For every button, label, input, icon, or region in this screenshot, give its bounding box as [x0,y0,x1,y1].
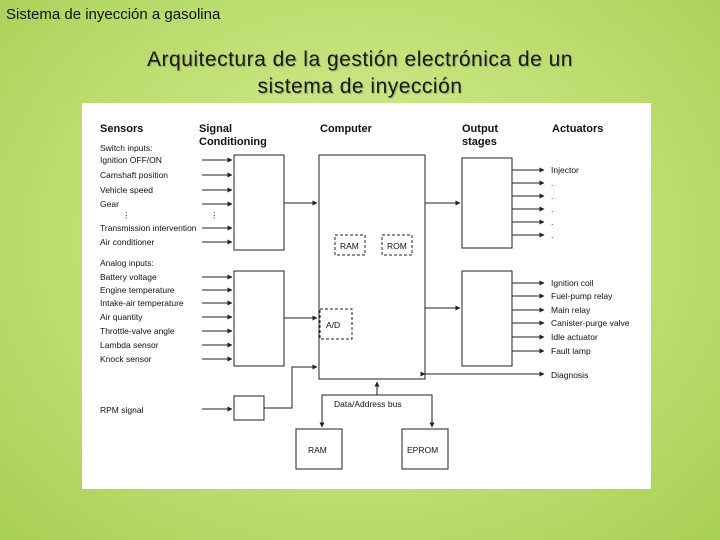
output-stage-actuators-box [461,270,513,367]
signal-conditioning-rpm-box [233,395,265,421]
computer-rom-label: ROM [387,241,407,251]
bus-label: Data/Address bus [334,399,402,409]
actuator-2: Main relay [551,305,591,315]
slide-title: Arquitectura de la gestión electrónica d… [0,46,720,100]
bus-line [321,394,433,417]
switch-inputs-label: Switch inputs: [100,143,152,153]
header-signal-1: Signal [199,123,232,135]
actuator-3: Canister-purge valve [551,318,630,328]
signal-conditioning-analog-box [233,270,285,367]
rpm-signal-label: RPM signal [100,405,144,415]
diagram-svg: Sensors Signal Conditioning Computer Out… [100,123,630,470]
switch-input-1: Camshaft position [100,170,168,180]
computer-ad-block [319,308,353,340]
switch-input-2: Vehicle speed [100,185,153,195]
analog-input-5: Lambda sensor [100,340,159,350]
header-output-1: Output [462,123,498,135]
memory-eprom-box [401,428,449,470]
header-sensors: Sensors [100,123,143,135]
injector-label: Injector [551,165,579,175]
diagnosis-label: Diagnosis [551,370,588,380]
actuator-4: Idle actuator [551,332,598,342]
injector-dot-2: . [551,191,553,201]
memory-ram-label: RAM [308,445,327,455]
slide-title-line-1: Arquitectura de la gestión electrónica d… [147,48,573,71]
arrow-to-computer-rpm [264,364,318,409]
injector-dot-5: . [551,230,553,240]
switch-input-3: Gear [100,199,119,209]
analog-input-0: Battery voltage [100,272,157,282]
header-actuators: Actuators [552,123,603,135]
slide-title-line-2: sistema de inyección [257,75,463,98]
computer-ram-label: RAM [340,241,359,251]
header-signal-2: Conditioning [199,136,267,148]
architecture-diagram: Sensors Signal Conditioning Computer Out… [82,103,651,489]
ellipsis-mark-2: ⋮ [210,210,219,220]
output-stage-injector-box [461,157,513,249]
computer-box [318,154,426,380]
memory-ram-box [295,428,343,470]
header-output-2: stages [462,136,497,148]
injector-dot-3: . [551,204,553,214]
injector-dot-4: . [551,217,553,227]
analog-input-1: Engine temperature [100,285,175,295]
analog-inputs-label: Analog inputs: [100,258,154,268]
analog-input-4: Throttle-valve angle [100,326,175,336]
computer-rom-block [381,234,413,256]
signal-conditioning-switch-box [233,154,285,251]
switch-input-0: Ignition OFF/ON [100,155,162,165]
computer-ad-label: A/D [326,320,340,330]
header-computer: Computer [320,123,373,135]
computer-ram-block [334,234,366,256]
analog-input-3: Air quantity [100,312,143,322]
analog-input-6: Knock sensor [100,354,152,364]
switch-input-5: Air conditioner [100,237,155,247]
switch-input-4: Transmission intervention [100,223,197,233]
actuator-1: Fuel-pump relay [551,291,613,301]
injector-dot-1: . [551,178,553,188]
slide-header: Sistema de inyección a gasolina [6,6,221,23]
actuator-0: Ignition coil [551,278,594,288]
actuator-5: Fault lamp [551,346,591,356]
analog-input-2: Intake-air temperature [100,298,184,308]
memory-eprom-label: EPROM [407,445,438,455]
ellipsis-mark: ⋮ [122,210,131,220]
